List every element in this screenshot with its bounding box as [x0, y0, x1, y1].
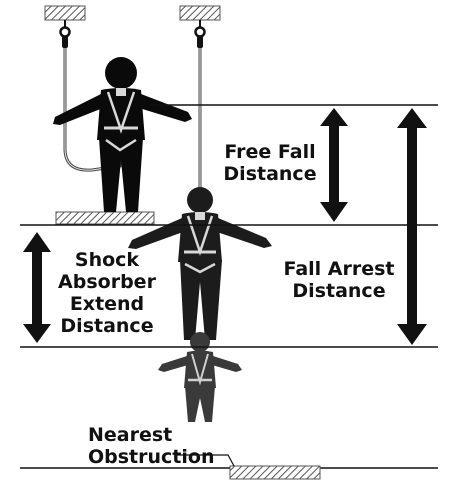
free-fall-label-line2: Distance [223, 163, 316, 185]
shock-label-line3: Extend [70, 293, 144, 315]
work-platform [55, 211, 155, 225]
obstruction-leader [175, 454, 235, 467]
shock-label-line1: Shock [75, 249, 140, 271]
lanyard-left-inner [64, 48, 121, 171]
shock-label-line2: Absorber [58, 271, 157, 293]
obstruction-label-line1: Nearest [88, 424, 172, 446]
fall-arrest-label-line2: Distance [292, 280, 385, 302]
fall-arrest-label-line1: Fall Arrest [283, 258, 394, 280]
obstruction-block [229, 465, 321, 480]
obstruction-label-line2: Obstruction [88, 446, 214, 468]
ceiling-anchor-right [179, 5, 221, 48]
worker-arrested [158, 332, 242, 422]
worker-standing [53, 57, 192, 212]
free-fall-double-arrow-icon [320, 108, 348, 222]
free-fall-label-line1: Free Fall [224, 141, 315, 163]
ceiling-anchor-left [44, 5, 86, 48]
shock-absorber-double-arrow-icon [23, 232, 51, 343]
shock-label-line4: Distance [60, 315, 153, 337]
fall-arrest-double-arrow-icon [397, 108, 427, 345]
